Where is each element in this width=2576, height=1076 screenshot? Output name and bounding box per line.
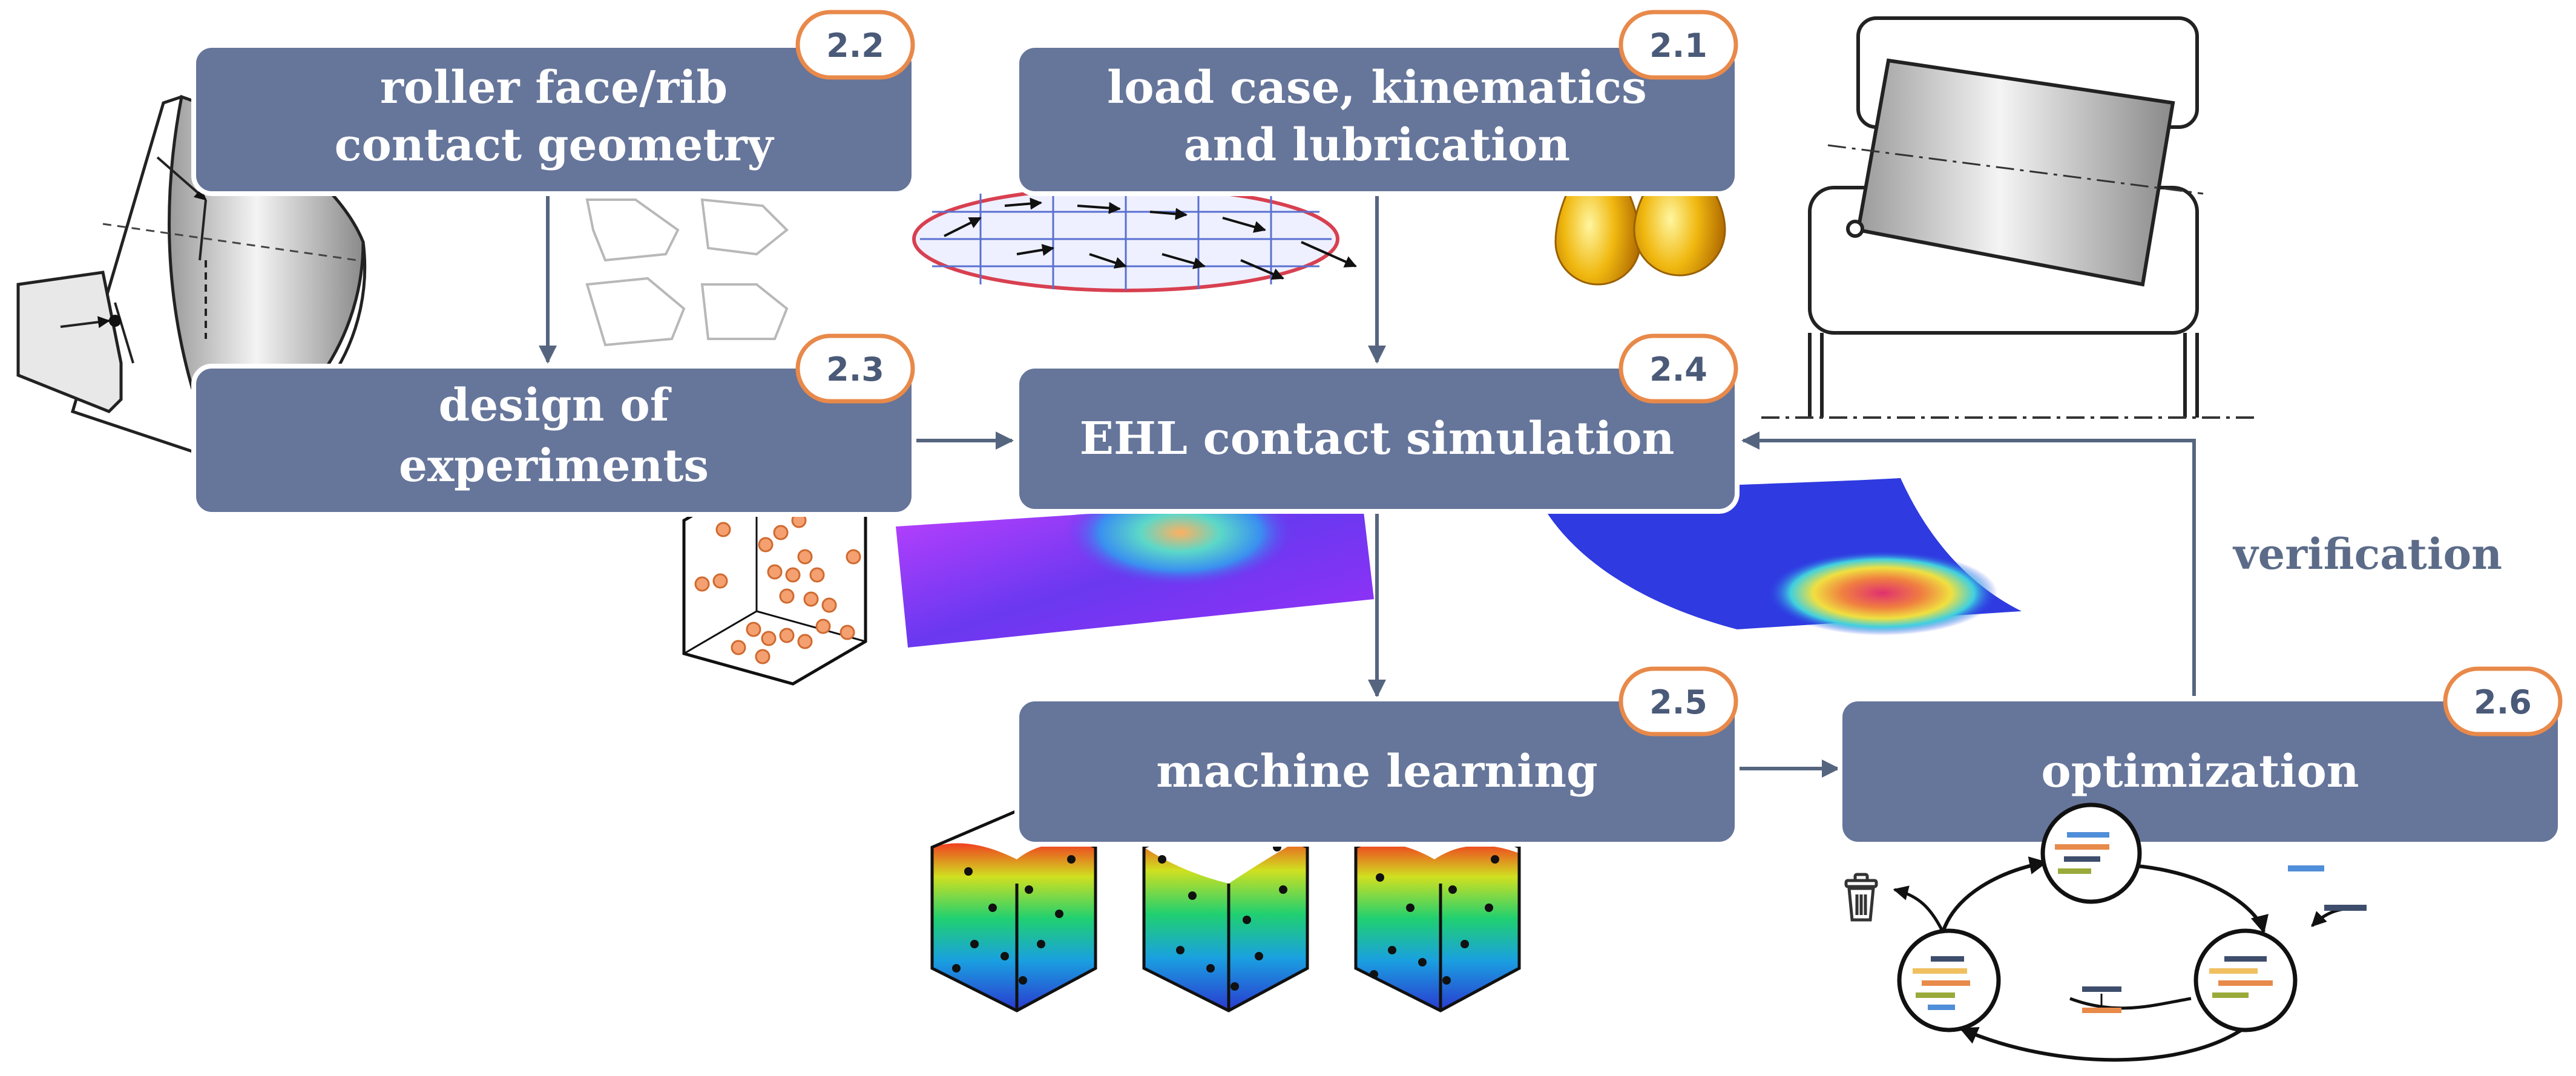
scatter-cube-icon (682, 476, 867, 686)
new-gene-blue (2288, 865, 2324, 871)
box-ehl-simulation: EHL contact simulation (1014, 364, 1740, 514)
ml-surface-plot-1 (930, 809, 1097, 1012)
population-node-left (1897, 928, 2001, 1032)
population-node-right (2193, 928, 2298, 1032)
box-opt-line1: optimization (2041, 746, 2359, 798)
rib-sketches (585, 198, 789, 347)
trash-icon (1844, 873, 1878, 922)
badge-2-5: 2.5 (1618, 666, 1738, 736)
box-geometry-line1: roller face/rib (380, 62, 728, 114)
badge-2-4: 2.4 (1618, 333, 1738, 404)
svg-text:2.5: 2.5 (1649, 683, 1707, 721)
box-design-of-experiments: design of experiments (191, 364, 916, 517)
box-machine-learning: machine learning (1014, 697, 1740, 847)
optimization-cycle (1844, 802, 2367, 1062)
box-optimization: optimization (1838, 697, 2563, 847)
film-thickness-surface-plot (1537, 478, 2022, 635)
ml-surface-plot-2 (1142, 809, 1309, 1012)
verification-label: verification (2232, 529, 2502, 579)
box-doe-line2: experiments (399, 440, 709, 492)
velocity-field-illustration (912, 186, 1357, 292)
box-load-line2: and lubrication (1184, 119, 1570, 171)
box-doe-line1: design of (438, 379, 671, 431)
badge-2-2: 2.2 (795, 10, 915, 80)
svg-text:2.6: 2.6 (2474, 683, 2532, 721)
flow-arrows (539, 194, 2196, 778)
svg-text:2.4: 2.4 (1649, 350, 1707, 389)
box-load-case: load case, kinematics and lubrication (1014, 43, 1740, 196)
surface-plot-icon (930, 809, 1521, 1012)
box-ml-line1: machine learning (1156, 746, 1597, 798)
svg-text:2.1: 2.1 (1649, 27, 1707, 65)
badge-2-1: 2.1 (1618, 10, 1738, 80)
svg-text:2.2: 2.2 (826, 27, 884, 65)
box-geometry: roller face/rib contact geometry (191, 43, 916, 196)
svg-text:2.3: 2.3 (826, 350, 884, 389)
box-geometry-line2: contact geometry (334, 119, 774, 171)
box-ehl-line1: EHL contact simulation (1080, 413, 1675, 465)
badge-2-3: 2.3 (795, 333, 915, 404)
population-node-top (2040, 802, 2142, 904)
crossover-genes (2082, 986, 2121, 1013)
badge-2-6: 2.6 (2443, 666, 2563, 736)
bearing-icon (1808, 16, 2204, 418)
box-load-line1: load case, kinematics (1107, 62, 1647, 114)
new-gene-dark (2324, 905, 2367, 911)
